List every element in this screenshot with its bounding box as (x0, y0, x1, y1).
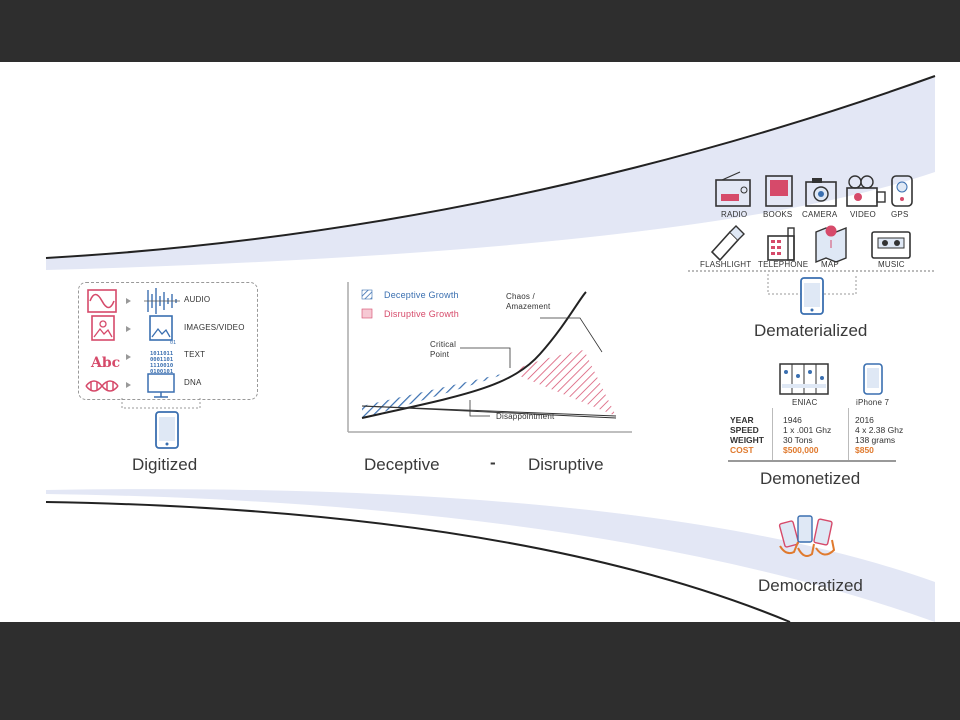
label-demonetized: Demonetized (760, 469, 861, 488)
digitized-icons: 01 Abc 1011011 0001101 1110010 0100101 (85, 288, 201, 449)
svg-text:0001101: 0001101 (150, 357, 174, 363)
top-band (46, 76, 935, 270)
book-icon (765, 175, 793, 207)
legend-disruptive: Disruptive Growth (384, 309, 459, 319)
digital-audio-icon (144, 288, 180, 314)
label-democratized: Democratized (758, 576, 863, 595)
digitized-item-audio: AUDIO (184, 295, 211, 304)
demat-phone-group (767, 274, 857, 315)
abc-text-icon: Abc (90, 355, 120, 371)
table-divider-2 (848, 408, 849, 460)
iphone-year: 2016 (855, 415, 874, 425)
svg-text:01: 01 (170, 340, 176, 346)
disruptive-region (510, 350, 616, 416)
spec-keys: YEAR SPEED WEIGHT COST (730, 415, 764, 455)
gps-icon (891, 175, 913, 207)
digitized-box (78, 282, 258, 400)
label-dematerialized: Dematerialized (754, 321, 868, 340)
linear-trend (361, 405, 617, 417)
demat-video: VIDEO (850, 210, 876, 219)
iphone-speed: 4 x 2.38 Ghz (855, 425, 904, 435)
annotation-chaos: Chaos / Amazement (506, 292, 551, 311)
exponential-curve (361, 291, 587, 419)
demat-radio: RADIO (721, 210, 748, 219)
key-year: YEAR (730, 415, 754, 425)
svg-text:0100101: 0100101 (150, 369, 174, 375)
camera-icon (805, 178, 837, 207)
eniac-weight: 30 Tons (783, 435, 813, 445)
eniac-speed: 1 x .001 Ghz (783, 425, 832, 435)
iphone-icon (863, 363, 883, 395)
map-icon (815, 225, 847, 264)
demat-gps: GPS (891, 210, 909, 219)
monitor-icon (147, 373, 175, 398)
demonetized-icons (779, 363, 883, 395)
binary-text-icon: 1011011 0001101 1110010 0100101 (150, 351, 174, 375)
demat-map: MAP (821, 260, 839, 269)
demat-flashlight: FLASHLIGHT (700, 260, 752, 269)
svg-text:1011011: 1011011 (150, 351, 174, 357)
digitized-item-dna: DNA (184, 378, 202, 387)
eniac-icon (779, 363, 829, 395)
chaos-pointer (540, 317, 603, 353)
hands-phones-icon (778, 515, 836, 557)
demat-music: MUSIC (878, 260, 905, 269)
iphone-specs: 2016 4 x 2.38 Ghz 138 grams $850 (855, 415, 903, 455)
growth-chart (347, 282, 632, 433)
video-camera-icon (846, 175, 886, 207)
image-icon (91, 315, 115, 341)
annotation-critical: Critical Point (430, 340, 457, 359)
radio-icon (715, 171, 751, 207)
device-iphone: iPhone 7 (856, 398, 890, 407)
legend-swatch-disruptive (361, 308, 373, 319)
bottom-curve (45, 501, 791, 622)
device-eniac: ENIAC (792, 398, 818, 407)
top-curve (45, 75, 936, 259)
telephone-icon (767, 227, 795, 261)
legend-deceptive: Deceptive Growth (384, 290, 459, 300)
funnel-background (45, 75, 936, 622)
demat-telephone: TELEPHONE (758, 260, 809, 269)
eniac-specs: 1946 1 x .001 Ghz 30 Tons $500,000 (783, 415, 831, 455)
slide: 01 Abc 1011011 0001101 1110010 0100101 (0, 62, 960, 622)
dematerialized-icons (710, 171, 913, 264)
bottom-band (46, 489, 935, 622)
dna-icon (85, 380, 119, 392)
table-divider-1 (772, 408, 773, 460)
key-speed: SPEED (730, 425, 759, 435)
svg-text:1110010: 1110010 (150, 363, 173, 369)
digitized-item-images: IMAGES/VIDEO (184, 323, 245, 332)
label-separator: - (490, 453, 496, 472)
iphone-weight: 138 grams (855, 435, 896, 445)
disappointment-pointer (469, 400, 490, 417)
label-disruptive: Disruptive (528, 455, 604, 474)
table-underline (728, 460, 896, 462)
demat-books: BOOKS (763, 210, 793, 219)
critical-pointer (460, 347, 511, 368)
demat-smartphone-icon (800, 277, 824, 315)
sine-wave-icon (87, 289, 117, 313)
label-deceptive: Deceptive (364, 455, 440, 474)
key-cost: COST (730, 445, 754, 455)
eniac-year: 1946 (783, 415, 802, 425)
label-digitized: Digitized (132, 455, 198, 474)
deceptive-region (362, 372, 510, 418)
flashlight-icon (710, 225, 745, 262)
cassette-icon (871, 231, 911, 259)
digitized-item-text: TEXT (184, 350, 206, 359)
annotation-disappointment: Disappointment (496, 412, 555, 421)
key-weight: WEIGHT (730, 435, 764, 445)
demat-camera: CAMERA (802, 210, 838, 219)
smartphone-icon (155, 411, 179, 449)
eniac-cost: $500,000 (783, 445, 819, 455)
legend-swatch-deceptive (361, 289, 373, 300)
iphone-cost: $850 (855, 445, 874, 455)
digital-image-icon: 01 (149, 315, 176, 346)
